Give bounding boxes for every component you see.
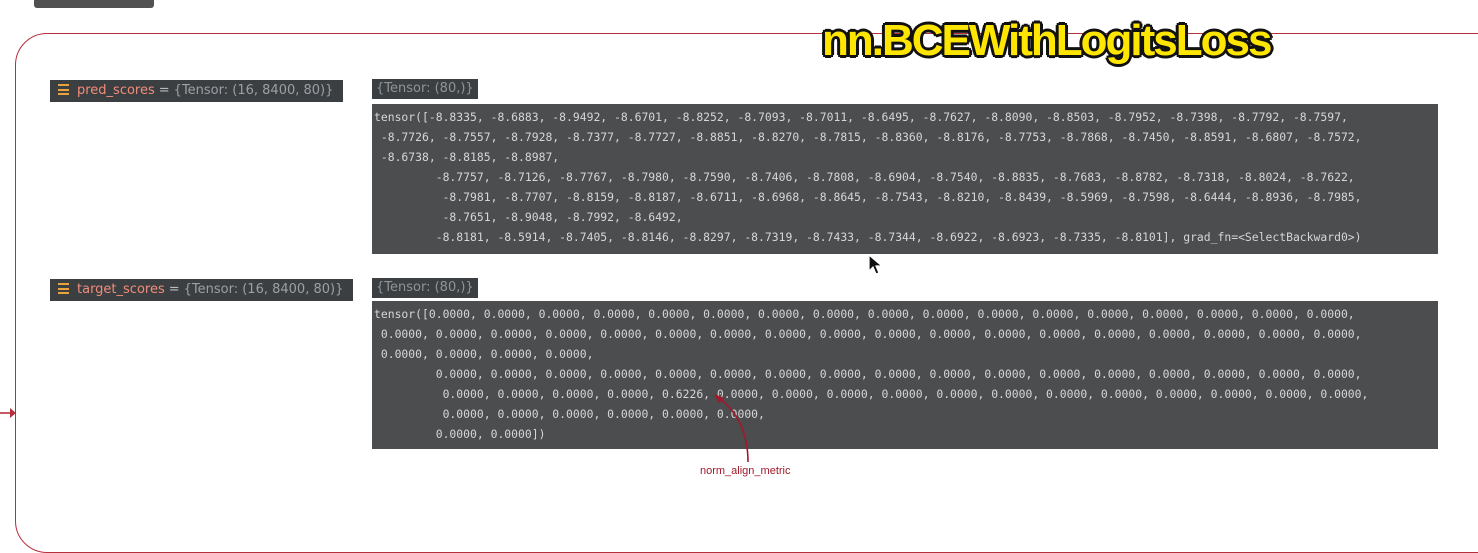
variable-type: {Tensor: (16, 8400, 80)} [173,83,334,98]
tensor-line: tensor([0.0000, 0.0000, 0.0000, 0.0000, … [374,307,1355,321]
tensor-line: 0.0000, 0.0000, 0.0000, 0.0000, [374,347,594,361]
variable-equals: = [168,282,180,297]
left-arrow-icon [0,408,16,418]
tensor-line: -8.7757, -8.7126, -8.7767, -8.7980, -8.7… [374,170,1355,184]
tensor-line: -8.7726, -8.7557, -8.7928, -8.7377, -8.7… [374,130,1362,144]
page-title: nn.BCEWithLogitsLoss [822,16,1272,65]
variable-target-scores[interactable]: target_scores={Tensor: (16, 8400, 80)} [50,279,354,301]
variable-type: {Tensor: (16, 8400, 80)} [183,282,344,297]
tensor-line: -8.7981, -8.7707, -8.8159, -8.8187, -8.6… [374,190,1362,204]
annotation-arrow-icon [714,394,749,463]
tensor-line: -8.7651, -8.9048, -8.7992, -8.6492, [374,210,683,224]
variable-list-icon [58,283,69,294]
tensor-line: 0.0000, 0.0000, 0.0000, 0.0000, 0.0000, … [374,407,765,421]
tensor-line: 0.0000, 0.0000, 0.0000, 0.0000, 0.0000, … [374,327,1362,341]
redacted-header-text [34,0,154,8]
tensor-panel-target-scores: tensor([0.0000, 0.0000, 0.0000, 0.0000, … [372,301,1438,449]
variable-pred-scores[interactable]: pred_scores={Tensor: (16, 8400, 80)} [50,80,344,102]
tooltip-header-pred-scores: {Tensor: (80,)} [372,79,478,99]
tensor-panel-pred-scores: tensor([-8.8335, -8.6883, -8.9492, -8.67… [372,104,1438,254]
mouse-cursor-icon [868,254,884,275]
variable-list-icon [58,84,69,95]
variable-name: pred_scores [77,83,155,98]
variable-name: target_scores [77,282,165,297]
variable-equals: = [158,83,170,98]
annotation-label: norm_align_metric [700,465,791,477]
tensor-line: -8.8181, -8.5914, -8.7405, -8.8146, -8.8… [374,230,1362,244]
tooltip-header-target-scores: {Tensor: (80,)} [372,278,478,298]
tensor-line: tensor([-8.8335, -8.6883, -8.9492, -8.67… [374,110,1348,124]
tensor-line: -8.6738, -8.8185, -8.8987, [374,150,560,164]
tensor-line: 0.0000, 0.0000, 0.0000, 0.0000, 0.6226, … [374,387,1369,401]
tensor-line: 0.0000, 0.0000]) [374,427,546,441]
tensor-line: 0.0000, 0.0000, 0.0000, 0.0000, 0.0000, … [374,367,1362,381]
